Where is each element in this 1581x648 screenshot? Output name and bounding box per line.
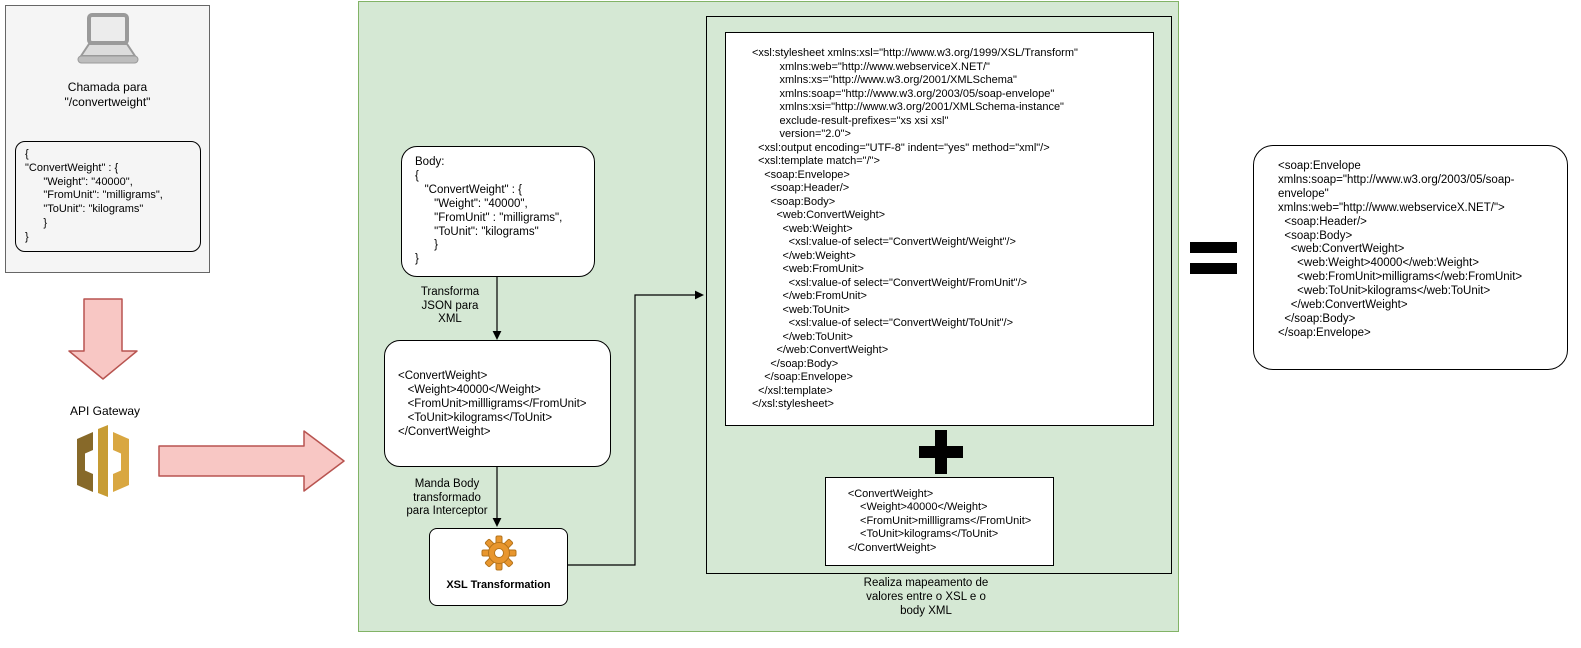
aws-icon-right-face — [113, 432, 129, 492]
transform-arrow-label: Transforma JSON para XML — [420, 286, 480, 325]
body-json-node: Body: { "ConvertWeight" : { "Weight": "4… — [401, 146, 595, 277]
interceptor-panel: Body: { "ConvertWeight" : { "Weight": "4… — [358, 1, 1179, 632]
client-request-group: Chamada para "/convertweight" { "Convert… — [5, 5, 210, 273]
api-gateway-label: API Gateway — [69, 404, 141, 418]
xsl-node-label: XSL Transformation — [446, 579, 551, 591]
xml-body-text: <ConvertWeight> <Weight>40000</Weight> <… — [398, 369, 587, 438]
soap-result-node: <soap:Envelope xmlns:soap="http://www.w3… — [1253, 145, 1568, 370]
xsl-transformation-node: XSL Transformation — [429, 528, 568, 606]
xml-body-code-text: <ConvertWeight> <Weight>40000</Weight> <… — [847, 487, 1032, 554]
down-block-arrow — [68, 298, 138, 380]
xsl-stylesheet-code: <xsl:stylesheet xmlns:xsl="http://www.w3… — [725, 32, 1154, 426]
xml-body-code: <ConvertWeight> <Weight>40000</Weight> <… — [825, 477, 1054, 566]
mapping-group: <xsl:stylesheet xmlns:xsl="http://www.w3… — [706, 16, 1172, 574]
gear-icon — [481, 535, 517, 576]
aws-api-gateway-icon — [71, 422, 135, 500]
mapping-caption: Realiza mapeamento de valores entre o XS… — [863, 577, 989, 617]
aws-icon-left-face — [77, 432, 93, 492]
right-block-arrow — [158, 430, 345, 492]
xml-body-node: <ConvertWeight> <Weight>40000</Weight> <… — [384, 340, 611, 467]
computer-icon — [72, 12, 144, 70]
aws-icon-center-bar — [98, 425, 108, 497]
plus-icon — [919, 430, 963, 474]
client-title: Chamada para "/convertweight" — [64, 80, 151, 109]
send-arrow-label: Manda Body transformado para Interceptor — [406, 478, 488, 517]
equals-icon — [1190, 242, 1237, 274]
client-json-payload: { "ConvertWeight" : { "Weight": "40000",… — [15, 141, 201, 252]
